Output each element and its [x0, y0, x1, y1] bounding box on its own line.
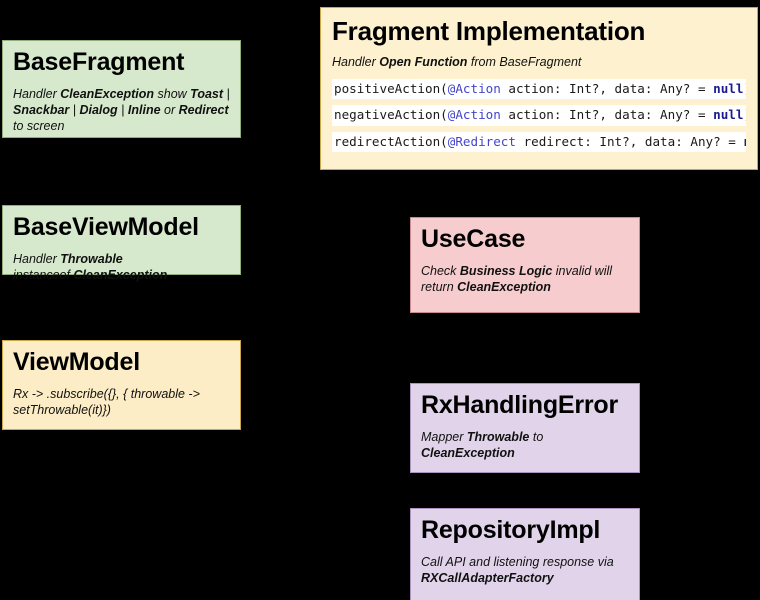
box-rx-handling-error[interactable]: RxHandlingError Mapper Throwable to Clea… [410, 383, 640, 473]
code-line-list: positiveAction(@Action action: Int?, dat… [332, 79, 746, 152]
box-title-base-fragment: BaseFragment [13, 48, 185, 76]
box-title-rx-handling-error: RxHandlingError [421, 391, 619, 419]
box-desc-repository-impl: Call API and listening response via RXCa… [421, 555, 614, 585]
box-desc-view-model: Rx -> .subscribe({}, { throwable -> setT… [13, 387, 200, 417]
code-line-negative-action: negativeAction(@Action action: Int?, dat… [332, 105, 746, 126]
box-desc-base-fragment: Handler CleanException show Toast | Snac… [13, 87, 230, 133]
box-fragment-implementation[interactable]: Fragment Implementation Handler Open Fun… [320, 7, 758, 170]
box-view-model[interactable]: ViewModel Rx -> .subscribe({}, { throwab… [2, 340, 241, 430]
box-title-use-case: UseCase [421, 225, 526, 253]
box-base-fragment[interactable]: BaseFragment Handler CleanException show… [2, 40, 241, 138]
box-desc-fragment-implementation: Handler Open Function from BaseFragment [332, 55, 582, 70]
box-title-view-model: ViewModel [13, 348, 140, 376]
box-repository-impl[interactable]: RepositoryImpl Call API and listening re… [410, 508, 640, 600]
code-line-positive-action: positiveAction(@Action action: Int?, dat… [332, 79, 746, 100]
box-desc-rx-handling-error: Mapper Throwable to CleanException [421, 430, 544, 460]
box-title-fragment-implementation: Fragment Implementation [332, 16, 646, 46]
box-title-base-view-model: BaseViewModel [13, 213, 199, 241]
box-title-repository-impl: RepositoryImpl [421, 516, 601, 544]
code-line-redirect-action: redirectAction(@Redirect redirect: Int?,… [332, 131, 746, 152]
box-use-case[interactable]: UseCase Check Business Logic invalid wil… [410, 217, 640, 313]
box-desc-use-case: Check Business Logic invalid will return… [421, 264, 613, 294]
